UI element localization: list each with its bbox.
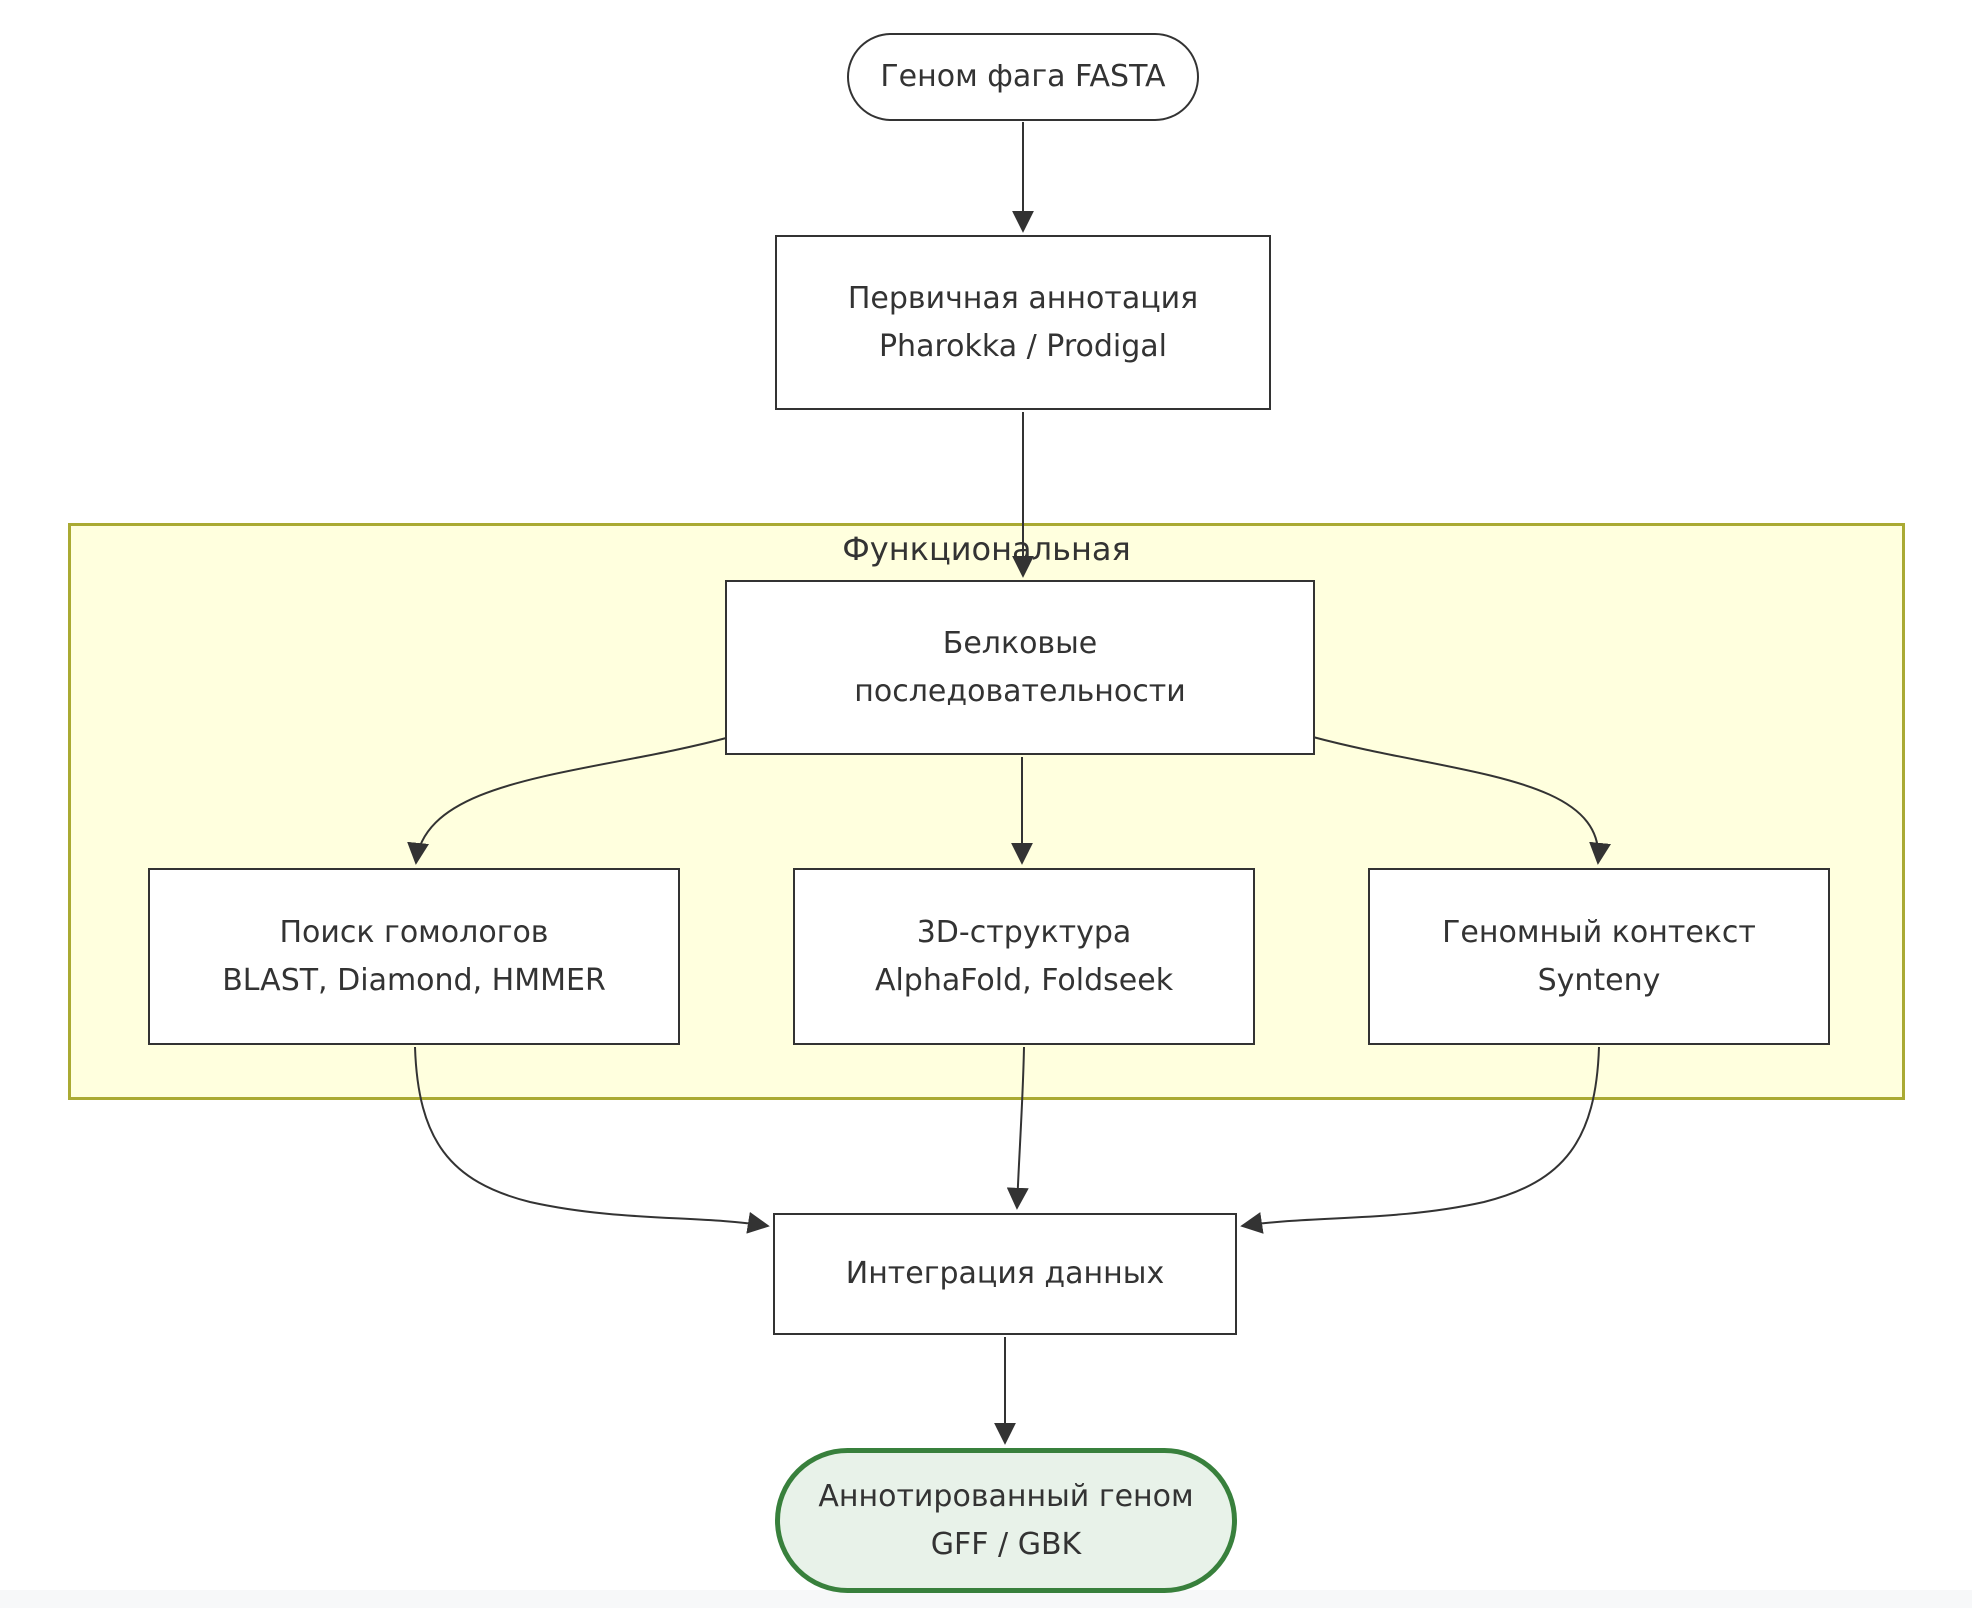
node-label-line2: Synteny xyxy=(1537,962,1661,998)
node-label-line2: AlphaFold, Foldseek xyxy=(874,962,1174,998)
node-data-integration: Интеграция данных xyxy=(773,1213,1237,1335)
node-label-line1: Первичная аннотация xyxy=(847,280,1199,316)
node-phage-genome-fasta: Геном фага FASTA xyxy=(847,33,1199,121)
cluster-label: Функциональная xyxy=(842,530,1131,568)
node-label-line2: BLAST, Diamond, HMMER xyxy=(222,962,606,998)
node-label: Интеграция данных xyxy=(845,1256,1165,1291)
node-label-line1: Аннотированный геном xyxy=(818,1478,1194,1514)
node-label-line1: Белковые xyxy=(942,625,1098,661)
node-label: Геном фага FASTA xyxy=(880,59,1166,94)
node-3d-structure: 3D-структура AlphaFold, Foldseek xyxy=(793,868,1255,1045)
node-homolog-search: Поиск гомологов BLAST, Diamond, HMMER xyxy=(148,868,680,1045)
node-annotated-genome: Аннотированный геном GFF / GBK xyxy=(775,1448,1237,1593)
node-primary-annotation: Первичная аннотация Pharokka / Prodigal xyxy=(775,235,1271,410)
node-label-line1: Геномный контекст xyxy=(1442,914,1756,950)
page-footer-strip xyxy=(0,1590,1972,1608)
node-genomic-context: Геномный контекст Synteny xyxy=(1368,868,1830,1045)
node-label-line1: Поиск гомологов xyxy=(279,914,549,950)
node-protein-sequences: Белковые последовательности xyxy=(725,580,1315,755)
node-label-line2: GFF / GBK xyxy=(930,1526,1082,1562)
node-label-line2: последовательности xyxy=(854,673,1186,709)
node-label-line1: 3D-структура xyxy=(916,914,1132,950)
node-label-line2: Pharokka / Prodigal xyxy=(878,328,1168,364)
